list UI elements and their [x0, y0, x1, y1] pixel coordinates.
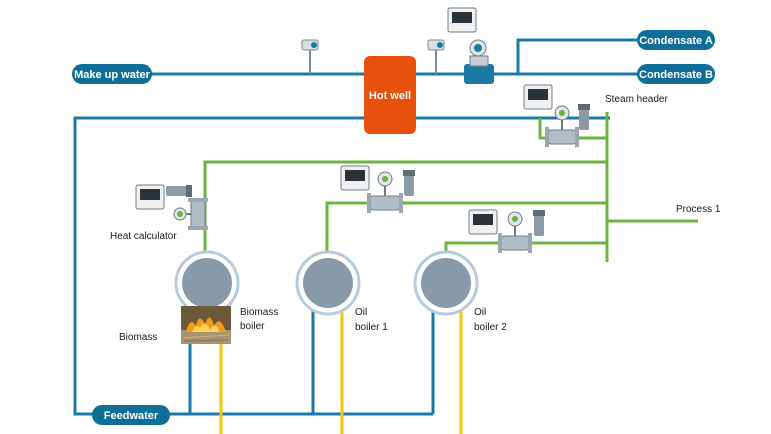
pressure-transmitter-icon [403, 170, 415, 196]
vortex-flowmeter-icon [367, 171, 403, 213]
steam-lines [203, 112, 698, 262]
heat-calculator-icon [135, 184, 165, 210]
svg-text:Condensate A: Condensate A [639, 35, 713, 47]
oil-boiler-2 [413, 250, 479, 316]
heat-calculator-icon [340, 165, 370, 191]
heat-calculator-icon [468, 209, 498, 235]
steam-header-label: Steam header [605, 94, 668, 105]
condensate-b-pill: Condensate B [637, 64, 715, 84]
biomass-boiler-label-line1: Biomass [240, 307, 278, 318]
oil-boiler-1-label-line2: boiler 1 [355, 322, 388, 333]
svg-text:Feedwater: Feedwater [104, 410, 159, 422]
fire-icon [181, 306, 231, 344]
pressure-transmitter-icon [166, 185, 192, 197]
svg-text:Condensate B: Condensate B [639, 69, 713, 81]
pressure-transmitter-icon [578, 104, 590, 130]
biomass-boiler [174, 250, 240, 316]
process-1-label: Process 1 [676, 204, 721, 215]
vortex-flowmeter-icon [498, 211, 532, 253]
biomass-boiler-label-line2: boiler [240, 321, 265, 332]
condensate-a-pill: Condensate A [637, 30, 715, 50]
oil-boiler-1-label-line1: Oil [355, 307, 367, 318]
vortex-flowmeter-icon [545, 105, 579, 147]
heat-calculator-icon [523, 84, 553, 110]
hot-well-label: Hot well [369, 90, 411, 102]
make-up-water-pill: Make up water [72, 64, 152, 84]
feedwater-pill: Feedwater [92, 405, 170, 425]
biomass-label: Biomass [119, 332, 157, 343]
oil-boiler-2-label-line2: boiler 2 [474, 322, 507, 333]
water-lines [73, 38, 640, 416]
svg-text:Make up water: Make up water [74, 69, 151, 81]
vortex-flowmeter-icon [173, 198, 208, 230]
oil-boiler-1 [295, 250, 361, 316]
hot-well-tank: Hot well [364, 56, 416, 134]
pressure-transmitter-icon [533, 210, 545, 236]
oil-boiler-2-label-line1: Oil [474, 307, 486, 318]
heat-calculator-icon [447, 7, 477, 33]
flowmeter-icon [464, 39, 494, 84]
transmitter-icon [427, 39, 445, 74]
heat-calculator-label: Heat calculator [110, 231, 177, 242]
transmitter-icon [301, 39, 319, 74]
